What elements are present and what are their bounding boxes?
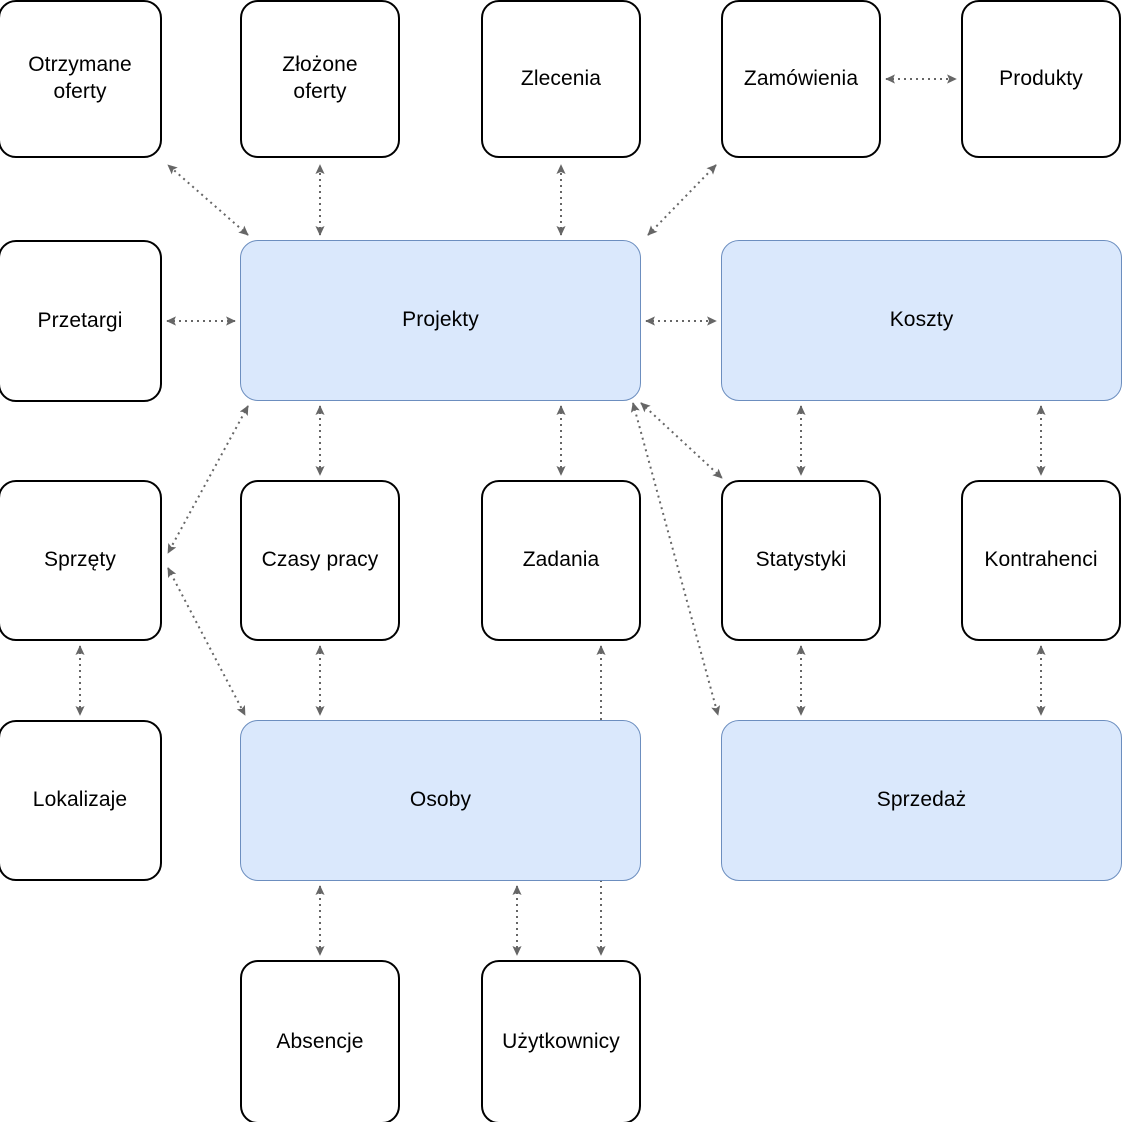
edge-projekty-to-statystyki (640, 402, 723, 479)
edge-projekty-to-zamowienia (647, 164, 717, 236)
node-label-produkty: Produkty (999, 66, 1083, 90)
node-koszty[interactable]: Koszty (721, 240, 1122, 401)
node-projekty[interactable]: Projekty (240, 240, 641, 401)
edge-sprzety-to-osoby (167, 567, 246, 716)
node-label-statystyki: Statystyki (755, 548, 847, 572)
node-label-zamowienia: Zamówienia (743, 66, 859, 90)
node-label-zadania: Zadania (522, 548, 600, 572)
node-otrzymane-oferty[interactable]: Otrzymane oferty (0, 0, 162, 158)
node-kontrahenci[interactable]: Kontrahenci (961, 480, 1121, 641)
node-produkty[interactable]: Produkty (961, 0, 1121, 158)
node-uzytkownicy[interactable]: Użytkownicy (481, 960, 641, 1122)
node-label-uzytkownicy: Użytkownicy (502, 1029, 620, 1053)
node-statystyki[interactable]: Statystyki (721, 480, 881, 641)
node-zlozone-oferty[interactable]: Złożone oferty (240, 0, 400, 158)
node-label-sprzety: Sprzęty (44, 548, 116, 572)
node-czasy-pracy[interactable]: Czasy pracy (240, 480, 400, 641)
node-label-zlecenia: Zlecenia (520, 66, 602, 90)
node-absencje[interactable]: Absencje (240, 960, 400, 1122)
node-zadania[interactable]: Zadania (481, 480, 641, 641)
edge-projekty-to-sprzety (167, 405, 249, 554)
node-osoby[interactable]: Osoby (240, 720, 641, 881)
node-label-sprzedaz: Sprzedaż (876, 788, 967, 812)
node-lokalizaje[interactable]: Lokalizaje (0, 720, 162, 881)
edge-projekty-to-sprzedaz (630, 402, 721, 716)
edge-projekty-to-otrzymane-oferty (167, 164, 249, 236)
node-zlecenia[interactable]: Zlecenia (481, 0, 641, 158)
node-sprzedaz[interactable]: Sprzedaż (721, 720, 1122, 881)
node-label-kontrahenci: Kontrahenci (984, 548, 1098, 572)
node-przetargi[interactable]: Przetargi (0, 240, 162, 402)
node-label-zlozone-oferty: Złożone oferty (282, 53, 358, 103)
node-label-lokalizaje: Lokalizaje (32, 788, 128, 812)
node-label-otrzymane-oferty: Otrzymane oferty (28, 53, 132, 103)
node-label-koszty: Koszty (889, 308, 954, 332)
node-label-osoby: Osoby (409, 788, 472, 812)
node-label-przetargi: Przetargi (37, 308, 123, 332)
node-zamowienia[interactable]: Zamówienia (721, 0, 881, 158)
node-sprzety[interactable]: Sprzęty (0, 480, 162, 641)
node-label-absencje: Absencje (276, 1029, 364, 1053)
node-label-projekty: Projekty (402, 308, 479, 332)
node-label-czasy-pracy: Czasy pracy (261, 548, 379, 572)
